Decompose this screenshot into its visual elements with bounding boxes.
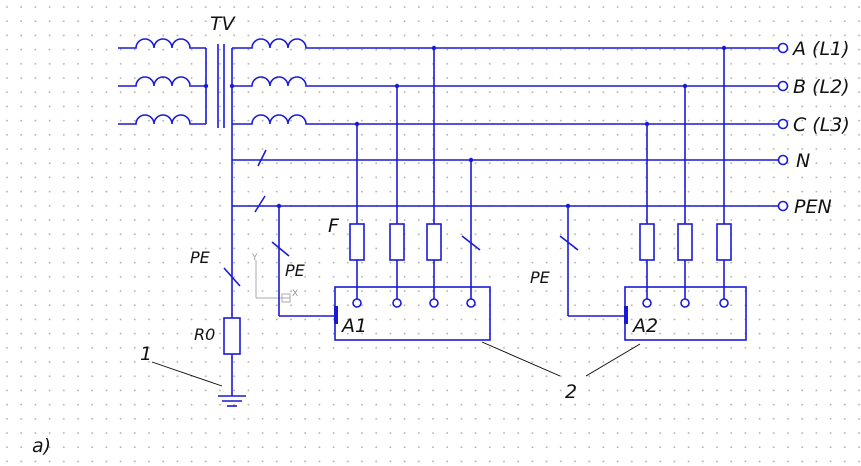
fuse-a2-b: [677, 223, 693, 261]
resistor-label: R0: [194, 325, 215, 344]
device-a1: [271, 45, 491, 341]
ucs-x-label: X: [292, 289, 298, 299]
bus-lines: [232, 47, 778, 207]
bus-terminals: [777, 42, 789, 212]
callout-2: 2: [565, 381, 577, 403]
ground-branch: [218, 240, 246, 407]
device-a1-label: A1: [340, 315, 367, 337]
fuse-label: F: [328, 215, 340, 237]
pe-break-mark: [223, 267, 241, 287]
device-a2-label: A2: [631, 315, 658, 337]
ucs-y-label: Y: [251, 253, 258, 263]
transformer-label: TV: [210, 13, 237, 35]
fuse-a2-a: [716, 223, 732, 261]
fuse-a1-b: [389, 223, 405, 261]
secondary-winding: [231, 38, 310, 240]
grounding-resistor: [223, 317, 241, 355]
pe-label-a1: PE: [285, 261, 306, 280]
callout-1-leader: [151, 361, 223, 387]
callout-2-leader-a1: [481, 341, 561, 377]
phase-a-label: A (L1): [791, 38, 850, 60]
pe-label-a2: PE: [530, 268, 551, 287]
callout-2-leader-a2: [585, 343, 641, 377]
device-a2: [559, 45, 747, 341]
fuse-a1-a: [426, 223, 442, 261]
phase-b-label: B (L2): [793, 76, 850, 98]
transformer: [118, 38, 310, 240]
neutral-label: N: [796, 150, 810, 172]
phase-c-label: C (L3): [793, 114, 850, 136]
ucs-icon: Y X: [251, 253, 298, 303]
figure-label: a): [32, 435, 51, 457]
break-marks: [254, 149, 267, 213]
pen-label: PEN: [794, 196, 832, 218]
pe-label-ground: PE: [190, 248, 211, 267]
fuse-a2-c: [639, 223, 655, 261]
fuse-a1-c: [349, 223, 365, 261]
callout-1: 1: [140, 343, 152, 365]
